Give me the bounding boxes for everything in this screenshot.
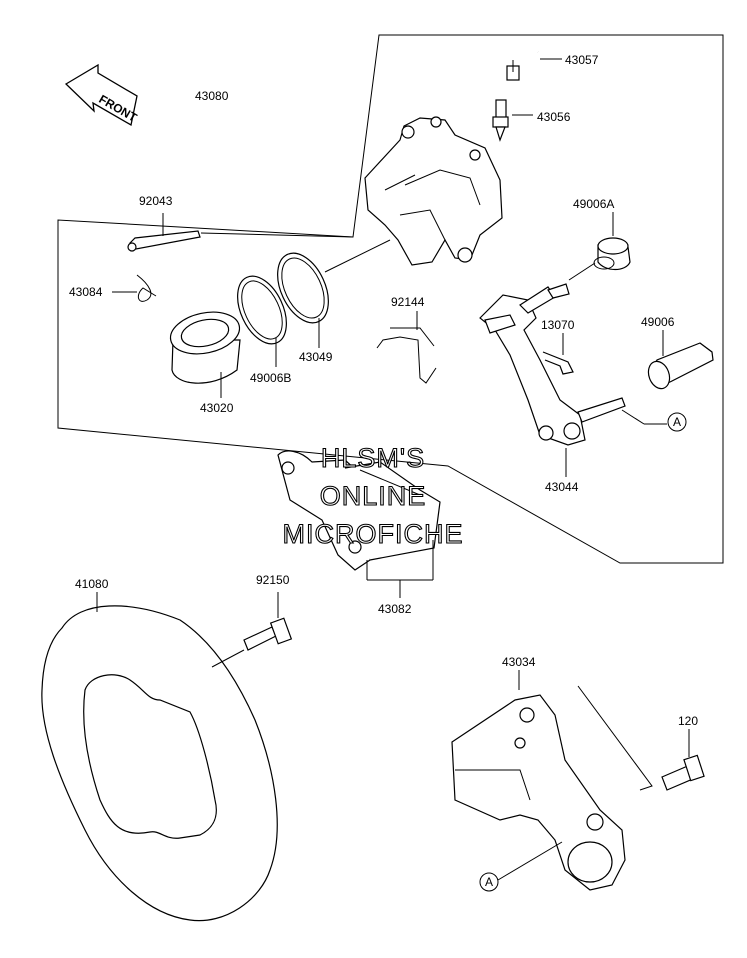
pad-clip-13070 xyxy=(542,351,574,375)
label-43084: 43084 xyxy=(69,285,103,299)
label-43080: 43080 xyxy=(195,89,229,103)
label-49006A: 49006A xyxy=(573,197,614,211)
label-43049: 43049 xyxy=(299,350,333,364)
watermark-line-3: MICROFICHE xyxy=(283,519,464,549)
assembly-outline xyxy=(57,34,724,564)
label-43057: 43057 xyxy=(565,53,599,67)
boot-49006 xyxy=(647,342,714,390)
ref-marker-a-upper xyxy=(667,412,687,432)
bleeder-valve-43056 xyxy=(492,99,509,142)
front-arrow-icon: FRONT xyxy=(64,63,140,127)
label-43044: 43044 xyxy=(545,480,579,494)
label-43056: 43056 xyxy=(537,110,571,124)
caliper-body xyxy=(364,116,503,266)
label-43082: 43082 xyxy=(378,602,412,616)
caliper-bracket-43034 xyxy=(451,694,626,891)
label-92043: 92043 xyxy=(139,194,173,208)
brake-pads-43082 xyxy=(277,450,441,571)
label-13070: 13070 xyxy=(541,318,575,332)
ref-marker-a-lower-label: A xyxy=(485,875,493,889)
watermark-line-2: ONLINE xyxy=(320,481,427,511)
bracket-43044 xyxy=(479,283,626,446)
piston-43020 xyxy=(169,311,241,384)
clip-43084 xyxy=(136,274,157,302)
pin-92043 xyxy=(127,230,201,252)
label-41080: 41080 xyxy=(75,577,109,591)
spring-92144 xyxy=(376,327,437,384)
label-92144: 92144 xyxy=(391,295,425,309)
label-43020: 43020 xyxy=(200,401,234,415)
label-92150: 92150 xyxy=(256,573,290,587)
label-49006: 49006 xyxy=(641,315,675,329)
label-43034: 43034 xyxy=(502,655,536,669)
watermark-line-1: HLSM'S xyxy=(321,443,425,473)
label-120: 120 xyxy=(678,714,698,728)
bolt-92150 xyxy=(243,617,293,651)
brake-disc-41080 xyxy=(41,605,278,922)
hose-fitting-43057 xyxy=(501,41,539,81)
seal-49006B xyxy=(237,275,287,345)
boot-49006A xyxy=(593,237,631,271)
bolt-120 xyxy=(661,754,705,791)
ref-marker-a-upper-label: A xyxy=(673,415,681,429)
label-49006B: 49006B xyxy=(250,371,291,385)
ref-marker-a-lower xyxy=(479,872,499,892)
